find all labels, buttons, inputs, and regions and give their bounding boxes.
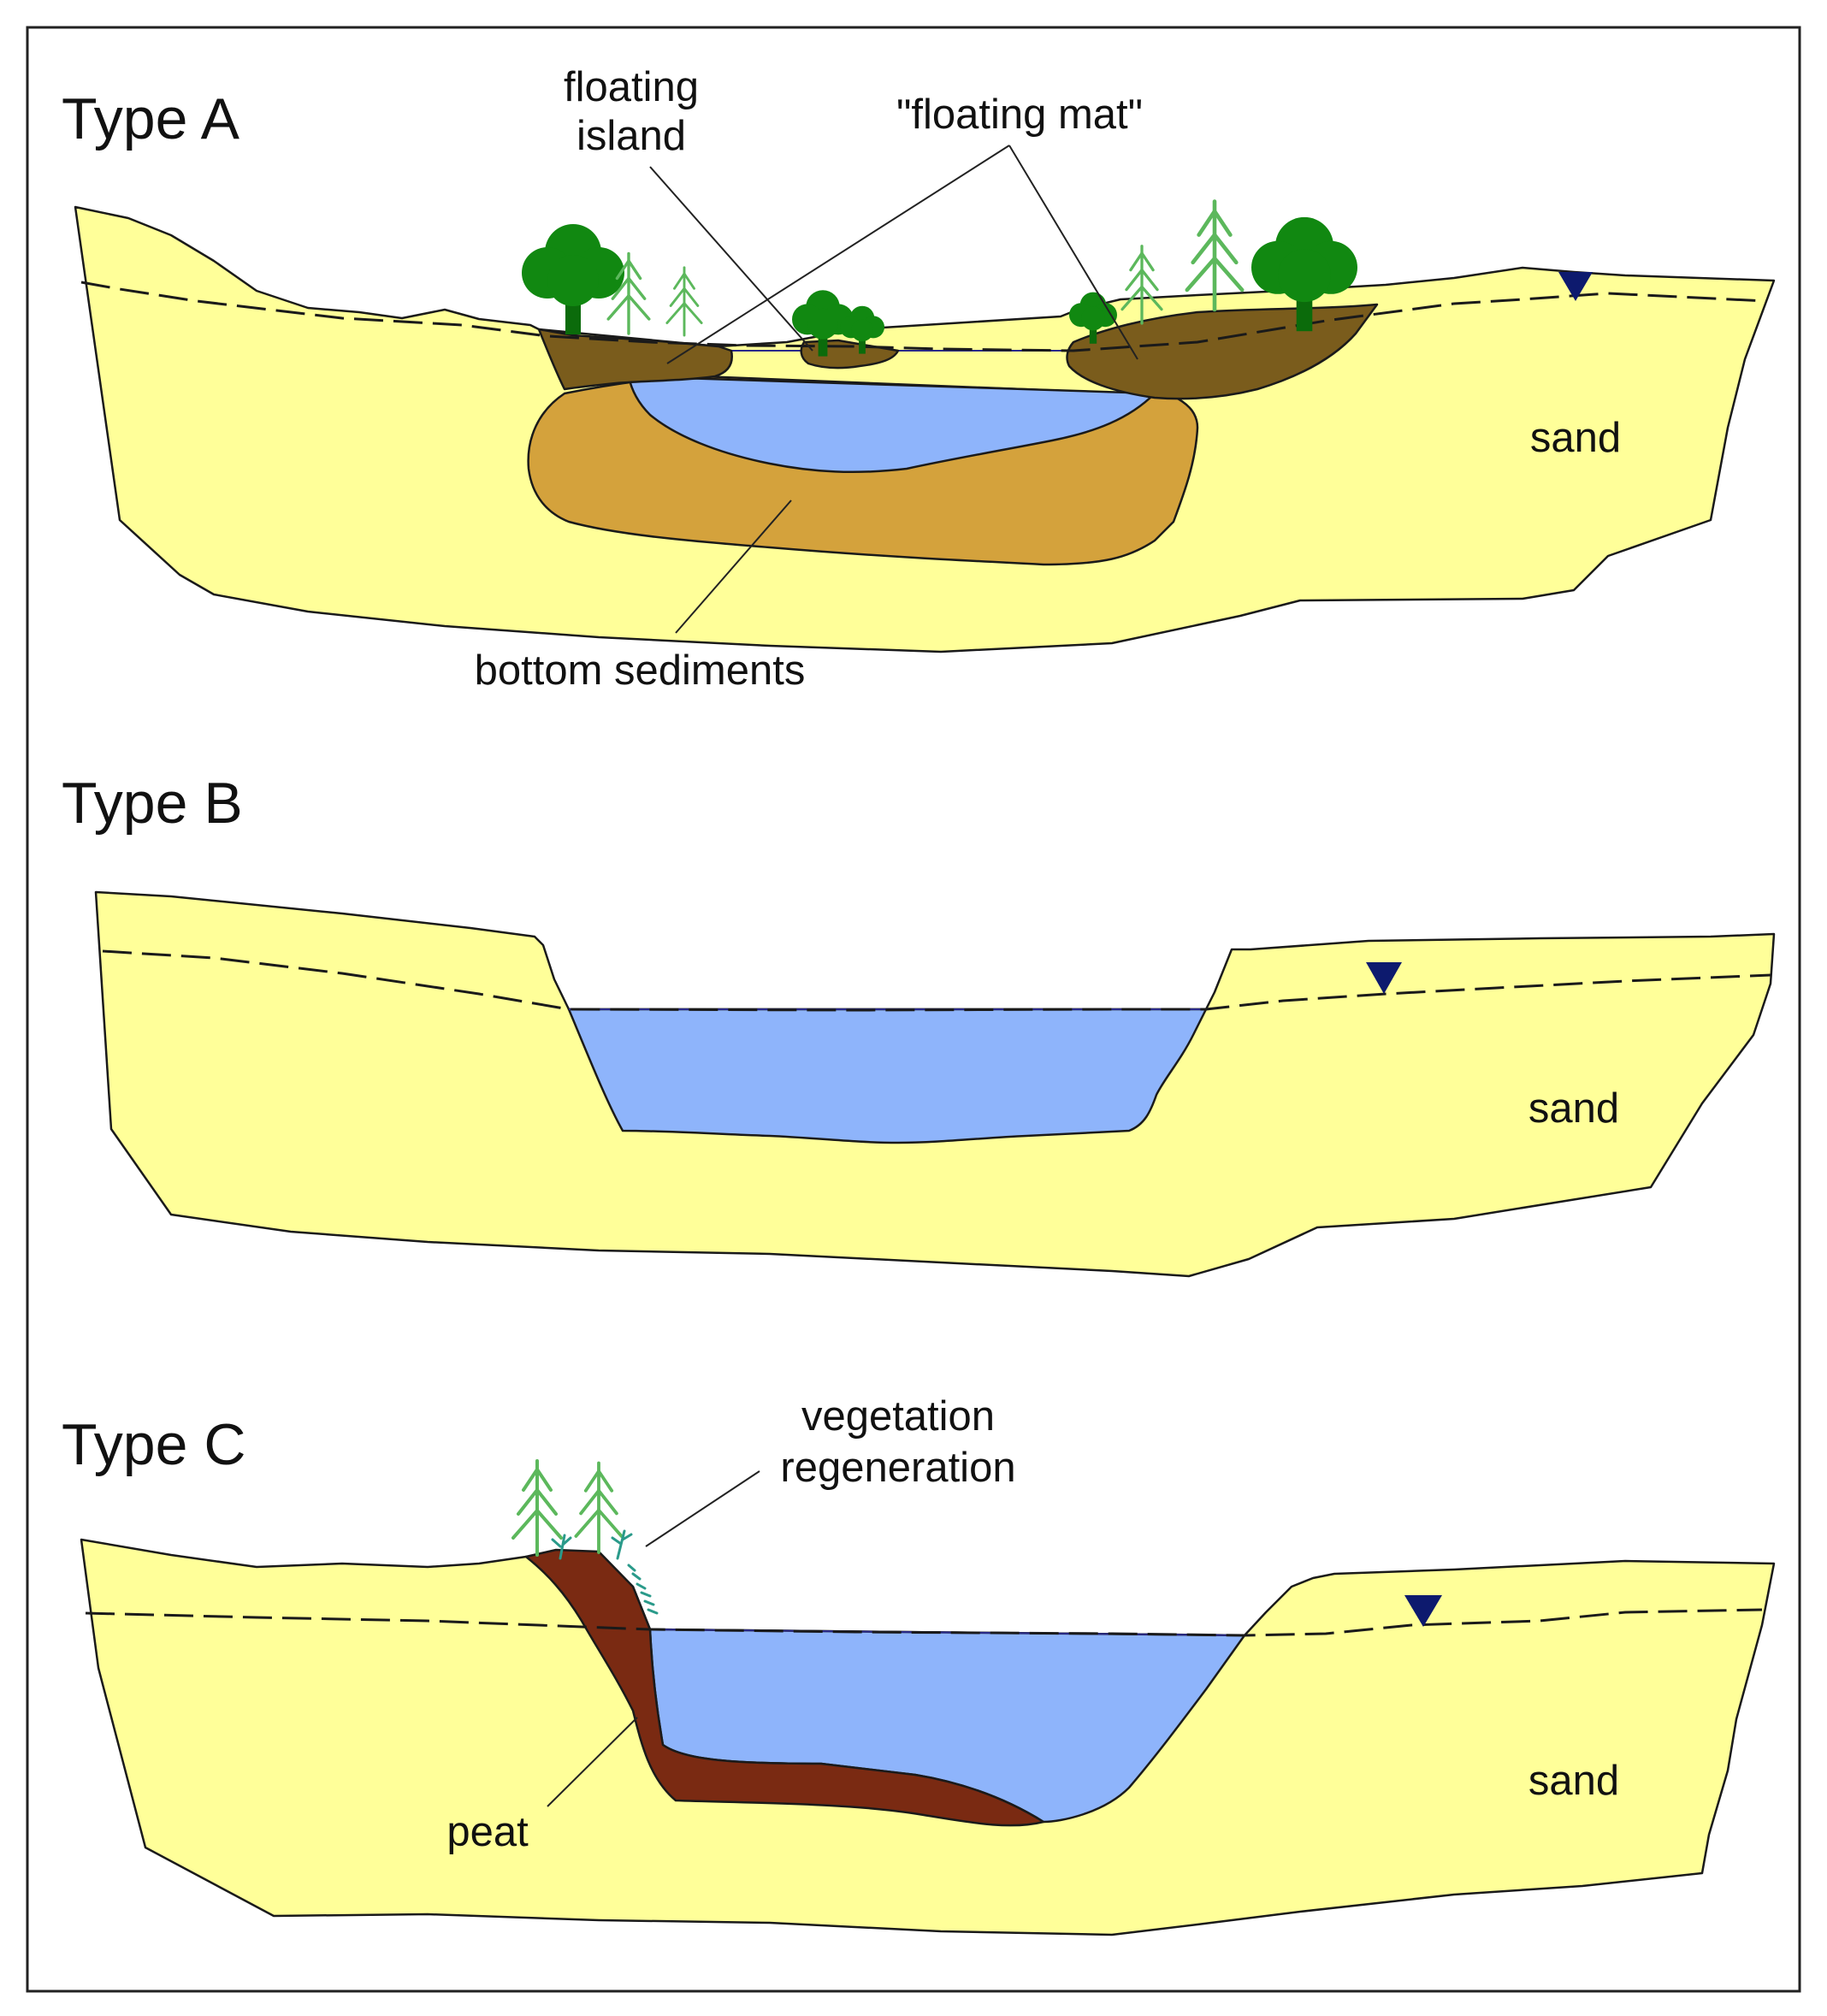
panel-type-a: Type A floating island "floating mat" sa… — [62, 64, 1776, 694]
label-vegetation-regeneration-line1: vegetation — [801, 1393, 995, 1440]
label-floating-island-line1: floating — [564, 64, 699, 110]
water-table-line — [80, 281, 1767, 352]
leader-floating-island — [649, 166, 813, 352]
leader-bottom-sediments — [675, 500, 792, 634]
label-sand-c: sand — [1528, 1758, 1619, 1804]
label-floating-island-line2: island — [576, 113, 686, 159]
regeneration-sprouts-icon — [551, 1529, 659, 1615]
water-table-marker-icon — [1404, 1595, 1442, 1627]
leader-peat — [547, 1717, 638, 1807]
label-peat: peat — [446, 1809, 529, 1855]
peat-layer — [524, 1548, 1045, 1827]
panel-title-c: Type C — [62, 1412, 245, 1477]
leader-floating-mat-right — [1008, 145, 1138, 360]
panel-title-b: Type B — [62, 771, 243, 836]
conifer-tree-icon — [665, 266, 703, 337]
water-table-marker-icon — [1366, 962, 1402, 994]
panel-type-b: Type B sand — [62, 771, 1776, 1278]
leader-floating-mat-left — [666, 145, 1010, 364]
water-table-line — [102, 949, 1771, 1012]
lake-water — [627, 375, 1156, 474]
water-table-line — [85, 1608, 1763, 1637]
panel-type-c: Type C vegetation regeneration peat sand — [62, 1393, 1776, 1936]
panel-title-a: Type A — [62, 86, 240, 151]
water-surface-line — [649, 1629, 1245, 1636]
figure-frame — [26, 26, 1801, 1993]
label-vegetation-regeneration-line2: regeneration — [780, 1445, 1015, 1491]
lake-water — [567, 1008, 1208, 1144]
water-table-marker-icon — [1558, 272, 1593, 301]
label-floating-mat: "floating mat" — [896, 92, 1143, 138]
label-sand-a: sand — [1530, 415, 1621, 461]
leader-vegetation-regeneration — [645, 1470, 760, 1547]
label-bottom-sediments: bottom sediments — [475, 647, 806, 694]
label-sand-b: sand — [1528, 1085, 1619, 1132]
